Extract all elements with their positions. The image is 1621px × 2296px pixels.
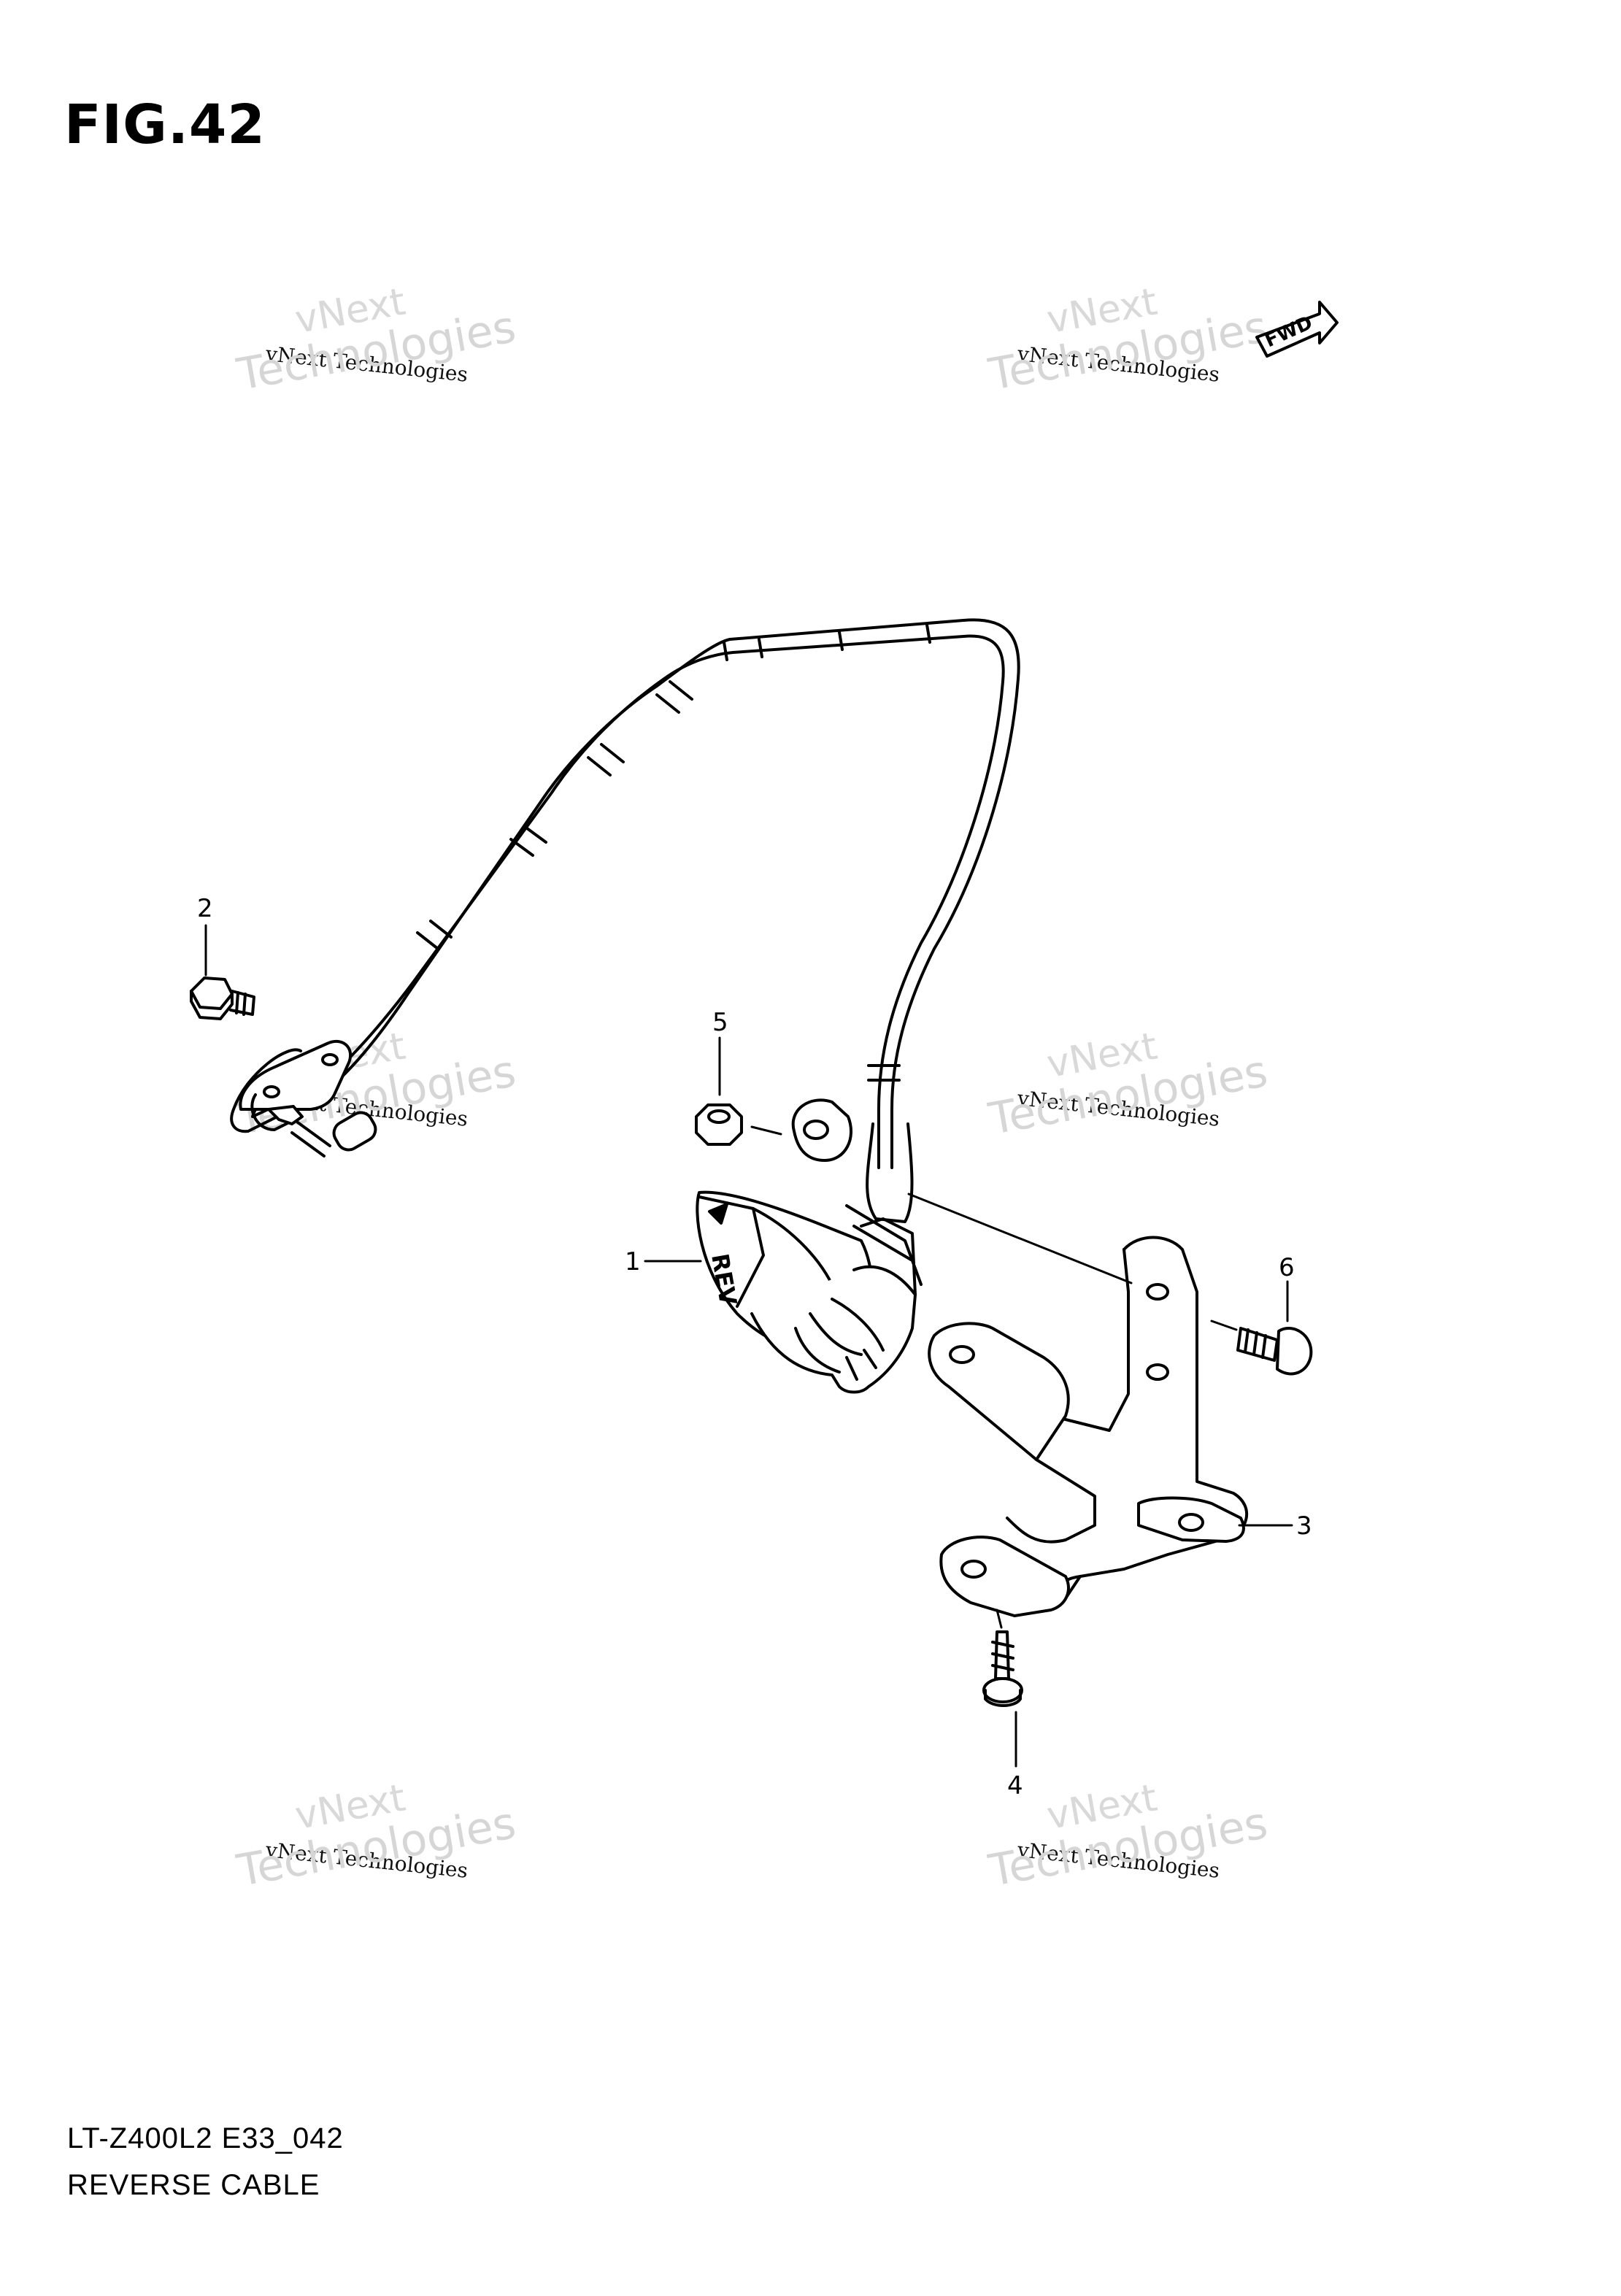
alignment-lines <box>750 1125 1238 1629</box>
screw-item-4 <box>982 1630 1023 1707</box>
callout-6: 6 <box>1279 1253 1295 1282</box>
callout-1: 1 <box>625 1247 641 1276</box>
forward-arrow-icon: FWD <box>1255 301 1339 358</box>
nut-item-5 <box>695 1103 743 1146</box>
section-name: REVERSE CABLE <box>67 2169 320 2201</box>
reverse-knob: REV <box>696 1098 917 1394</box>
bolt-item-2 <box>190 976 255 1020</box>
callout-3: 3 <box>1296 1511 1312 1541</box>
callout-5: 5 <box>712 1008 728 1037</box>
callout-2: 2 <box>197 894 213 923</box>
bolt-item-6 <box>1236 1327 1313 1376</box>
callout-4: 4 <box>1007 1771 1023 1800</box>
callout-leaders <box>204 924 1293 1768</box>
figure-title: FIG.42 <box>64 93 266 156</box>
bracket <box>928 1236 1248 1617</box>
callout-labels: 2 5 1 6 3 4 <box>197 894 1312 1800</box>
reverse-cable <box>230 618 1020 1286</box>
model-code: LT-Z400L2 E33_042 <box>67 2122 344 2154</box>
